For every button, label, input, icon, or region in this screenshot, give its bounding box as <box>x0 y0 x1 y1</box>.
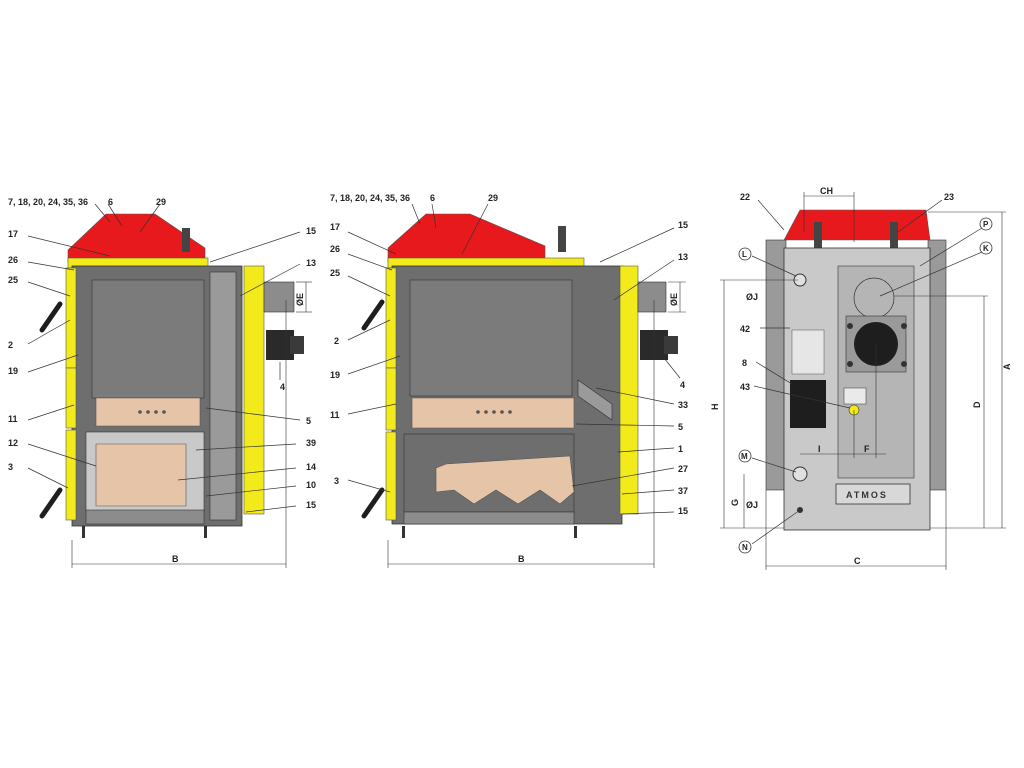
middle-dim-b: B <box>518 554 525 564</box>
middle-callout-1: 1 <box>678 444 683 454</box>
left-callout-6: 6 <box>108 197 113 207</box>
middle-callout-15-bottom: 15 <box>678 506 688 516</box>
left-callout-3: 3 <box>8 462 13 472</box>
left-fuel-chamber <box>91 279 205 399</box>
middle-dim-e: ØE <box>669 293 679 306</box>
left-lower-door <box>65 429 77 521</box>
rear-dim-f: F <box>864 444 870 454</box>
rear-dim-ch: CH <box>820 186 833 196</box>
left-callout-10: 10 <box>306 480 316 490</box>
rear-dim-d: D <box>972 401 982 408</box>
middle-callout-13: 13 <box>678 252 688 262</box>
left-callout-15-bottom: 15 <box>306 500 316 510</box>
rear-dim-a: A <box>1002 363 1012 370</box>
rear-callout-23: 23 <box>944 192 954 202</box>
rear-connection-n: N <box>742 543 748 552</box>
rear-dim-g: G <box>730 499 740 506</box>
middle-callout-6: 6 <box>430 193 435 203</box>
left-ceramic <box>95 443 187 507</box>
middle-top-hood <box>387 213 546 263</box>
left-callout-26: 26 <box>8 255 18 265</box>
rear-side-panel-right <box>927 239 947 491</box>
left-callout-2: 2 <box>8 340 13 350</box>
left-ash-tray <box>85 509 205 525</box>
middle-callout-17: 17 <box>330 222 340 232</box>
middle-fuel-chamber <box>409 279 573 397</box>
rear-callout-43: 43 <box>740 382 750 392</box>
left-dim-b: B <box>172 554 179 564</box>
left-callout-7-18-20-24-35-36: 7, 18, 20, 24, 35, 36 <box>8 197 88 207</box>
rear-side-panel-left <box>765 239 787 491</box>
middle-callout-37: 37 <box>678 486 688 496</box>
middle-upper-door <box>385 267 397 369</box>
left-upper-door <box>65 267 77 369</box>
left-callout-13: 13 <box>306 258 316 268</box>
rear-connection-k: K <box>983 244 989 253</box>
middle-callout-5: 5 <box>678 422 683 432</box>
middle-callout-4: 4 <box>680 380 685 390</box>
middle-callout-29: 29 <box>488 193 498 203</box>
middle-flue <box>637 281 667 313</box>
middle-callout-2: 2 <box>334 336 339 346</box>
rear-connection-l: L <box>742 250 747 259</box>
left-callout-25: 25 <box>8 275 18 285</box>
rear-connection-m: M <box>741 452 748 461</box>
rear-callout-22: 22 <box>740 192 750 202</box>
middle-callout-19: 19 <box>330 370 340 380</box>
left-callout-5: 5 <box>306 416 311 426</box>
left-callout-4: 4 <box>280 382 285 392</box>
middle-callout-27: 27 <box>678 464 688 474</box>
left-fan <box>266 330 294 360</box>
rear-control-box <box>790 380 826 428</box>
rear-dim-dj-top: ØJ <box>746 292 758 302</box>
middle-callout-3: 3 <box>334 476 339 486</box>
rear-callout-8: 8 <box>742 358 747 368</box>
left-middle-door <box>65 367 77 429</box>
left-top-pipe <box>182 228 190 252</box>
left-callout-39: 39 <box>306 438 316 448</box>
middle-ceramic-wave <box>435 455 575 505</box>
middle-callout-7-18-20-24-35-36: 7, 18, 20, 24, 35, 36 <box>330 193 410 203</box>
rear-view: ATMOS 22 23 42 8 43 L P K M N <box>710 186 1012 570</box>
left-callout-29: 29 <box>156 197 166 207</box>
left-callout-14: 14 <box>306 462 316 472</box>
left-right-panel <box>243 265 265 515</box>
middle-callout-11: 11 <box>330 410 340 420</box>
left-callout-15-top: 15 <box>306 226 316 236</box>
middle-callout-25: 25 <box>330 268 340 278</box>
rear-brand-plate <box>835 483 911 505</box>
rear-dim-i: I <box>818 444 821 454</box>
left-callout-17: 17 <box>8 229 18 239</box>
left-view: 7, 18, 20, 24, 35, 36 6 29 17 26 25 2 19… <box>8 197 316 568</box>
left-flue <box>263 281 295 313</box>
left-callout-12: 12 <box>8 438 18 448</box>
middle-middle-door <box>385 367 397 431</box>
rear-callout-42: 42 <box>740 324 750 334</box>
middle-ash-tray <box>403 511 575 525</box>
middle-view: 7, 18, 20, 24, 35, 36 6 29 17 26 25 2 19… <box>330 193 688 568</box>
left-dim-e: ØE <box>295 293 305 306</box>
middle-callout-15-top: 15 <box>678 220 688 230</box>
rear-connection-p: P <box>983 220 989 229</box>
middle-callout-26: 26 <box>330 244 340 254</box>
rear-dim-dj-bottom: ØJ <box>746 500 758 510</box>
rear-dim-h: H <box>710 404 720 411</box>
middle-lower-door <box>385 431 397 521</box>
left-callout-19: 19 <box>8 366 18 376</box>
rear-brand: ATMOS <box>846 490 888 500</box>
rear-dim-c: C <box>854 556 861 566</box>
left-callout-11: 11 <box>8 414 18 424</box>
middle-callout-33: 33 <box>678 400 688 410</box>
